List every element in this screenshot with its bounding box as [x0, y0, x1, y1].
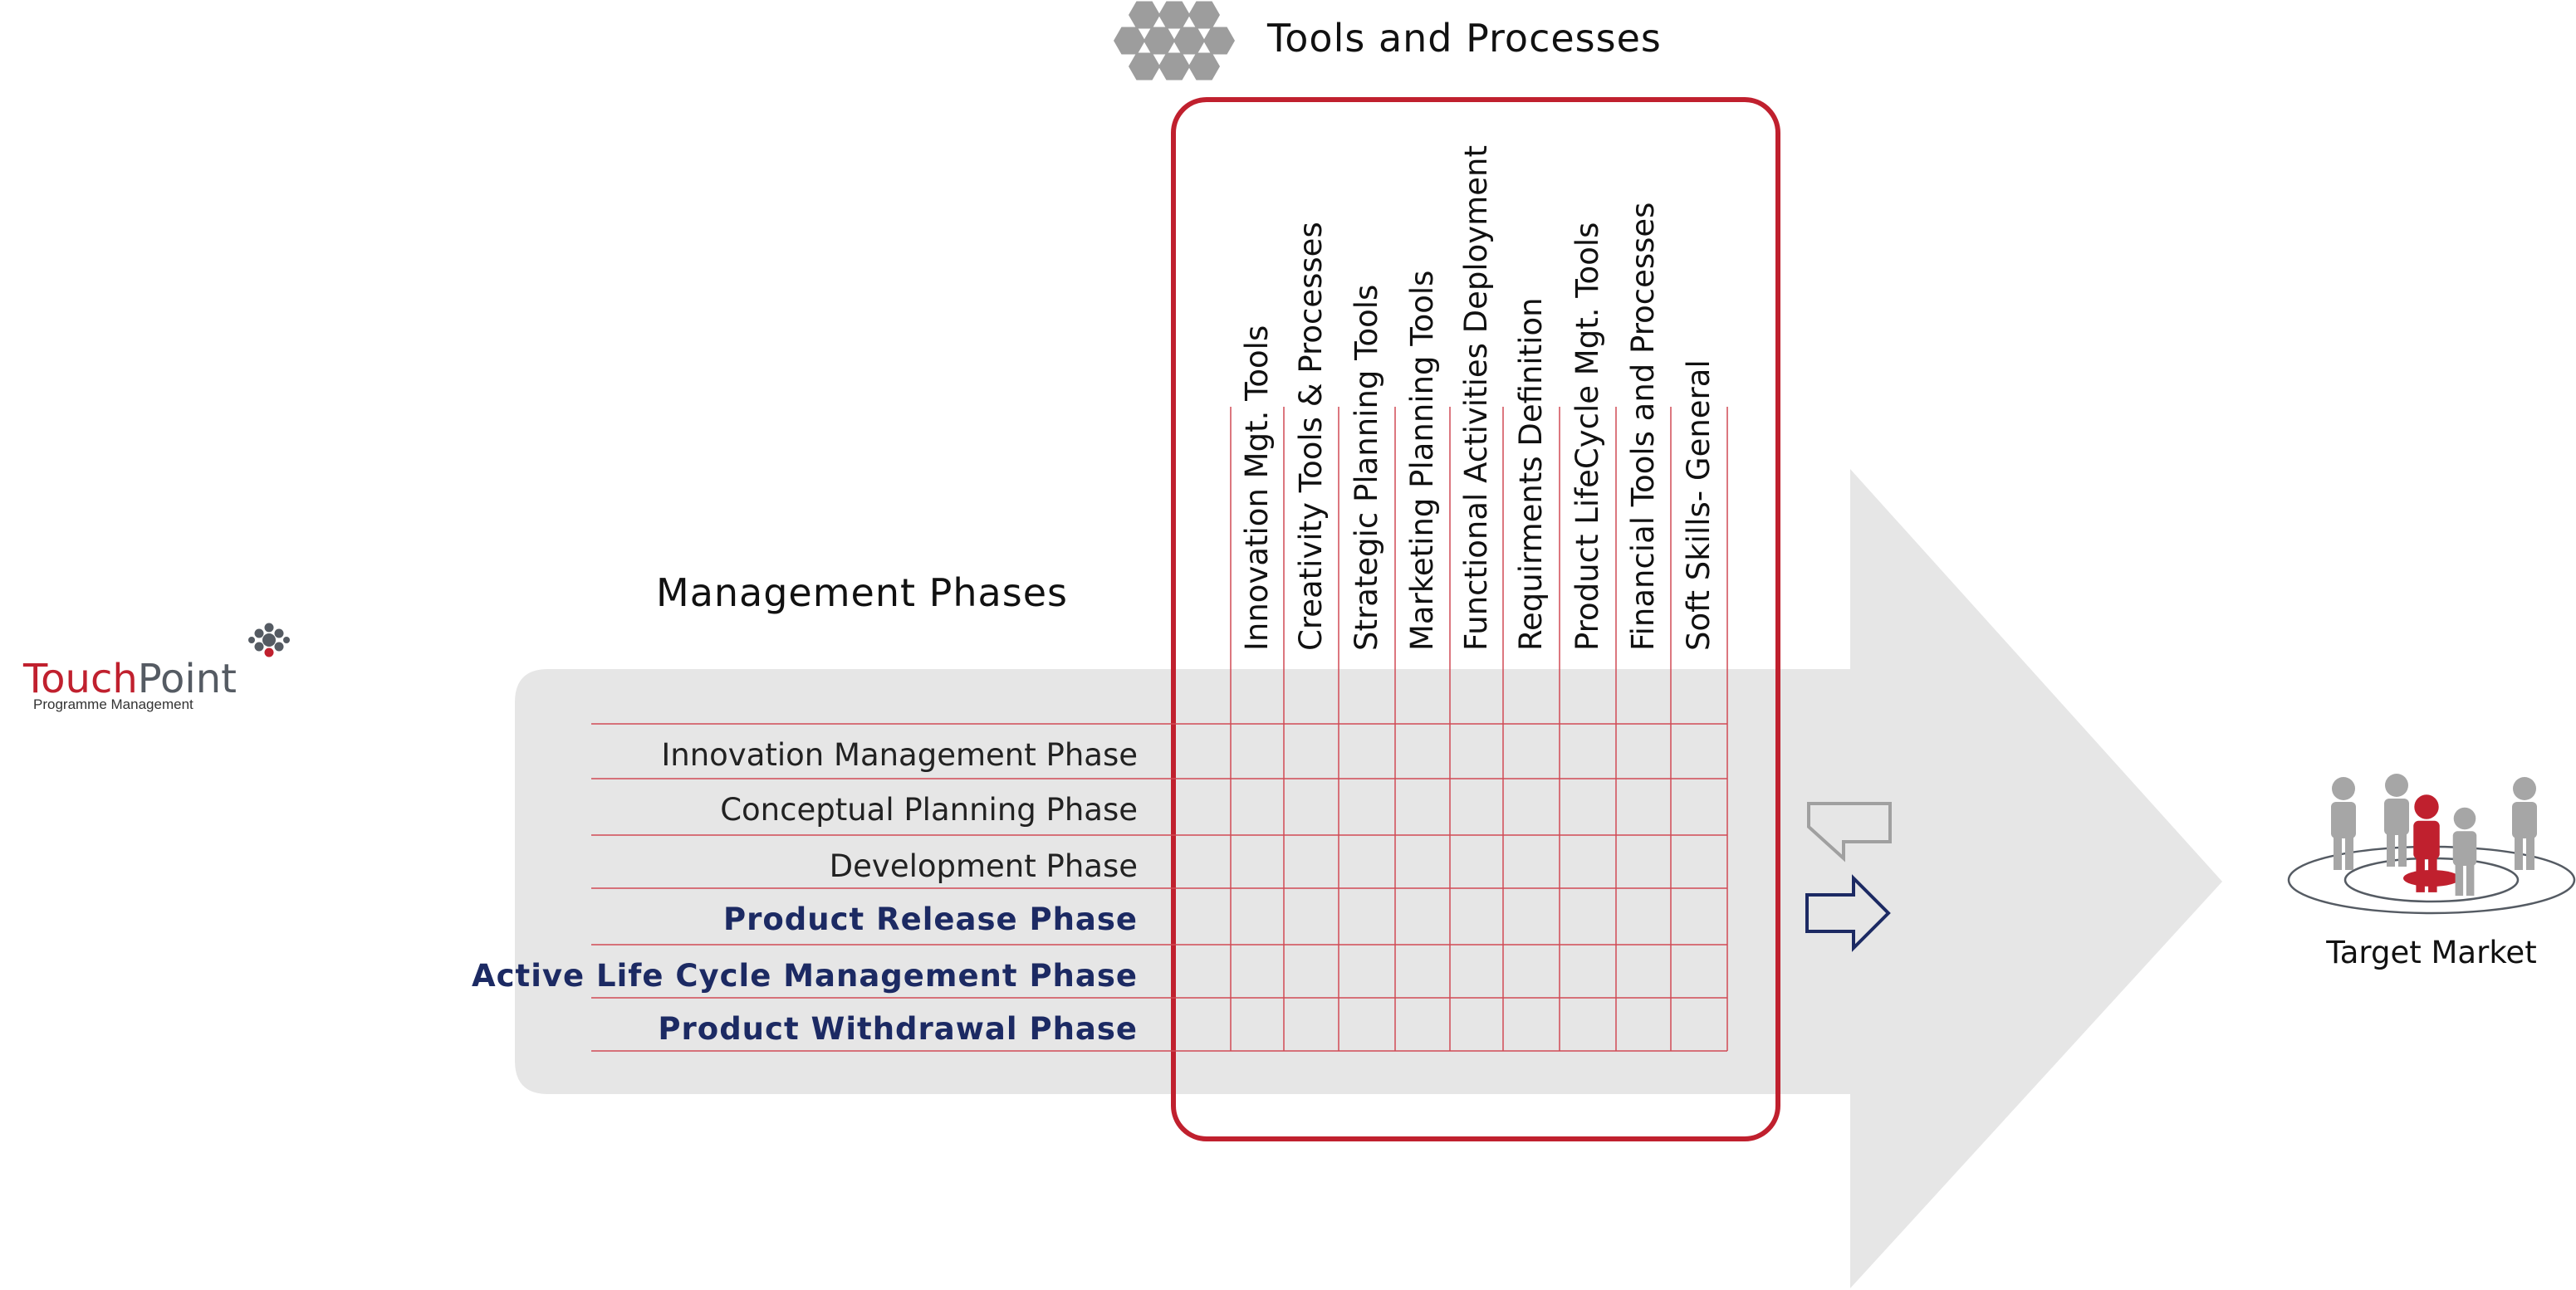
tool-label: Soft Skills- General	[1681, 359, 1717, 651]
phase-label: Conceptual Planning Phase	[720, 792, 1138, 828]
phase-label: Innovation Management Phase	[661, 737, 1138, 773]
tool-label: Innovation Mgt. Tools	[1239, 325, 1275, 651]
dots-cluster-icon	[248, 623, 290, 657]
tools-heading: Tools and Processes	[1114, 1, 1662, 81]
logo-name-part2: Point	[138, 656, 237, 702]
phase-label: Product Release Phase	[723, 902, 1138, 937]
tool-label: Creativity Tools & Processes	[1293, 222, 1329, 651]
tools-frame	[1171, 97, 1780, 1141]
touchpoint-logo: TouchPoint Programme Management	[22, 623, 290, 712]
phase-label: Development Phase	[830, 848, 1138, 884]
outline-arrow-right-icon	[1805, 874, 1891, 952]
target-audience-icon	[2287, 774, 2576, 915]
logo-subtitle: Programme Management	[33, 696, 193, 712]
outline-arrow-left-icon	[1807, 802, 1892, 862]
tool-label: Marketing Planning Tools	[1404, 271, 1440, 651]
tool-label: Product LifeCycle Mgt. Tools	[1570, 222, 1605, 651]
matrix-grid	[591, 407, 1728, 1052]
tool-label: Functional Activities Deployment	[1458, 145, 1494, 651]
phase-label: Active Life Cycle Management Phase	[472, 958, 1138, 994]
target-market-label: Target Market	[2325, 935, 2536, 970]
tool-label: Financial Tools and Processes	[1625, 203, 1661, 651]
phases-heading: Management Phases	[656, 570, 1068, 615]
tool-column-labels: Innovation Mgt. Tools Creativity Tools & …	[1239, 145, 1717, 651]
logo-name-part1: Touch	[22, 656, 138, 702]
phase-label: Product Withdrawal Phase	[658, 1011, 1138, 1047]
tool-label: Requirments Definition	[1513, 297, 1549, 651]
tools-heading-title: Tools and Processes	[1266, 16, 1662, 61]
feedback-arrows	[1805, 802, 1892, 952]
main-flow-arrow	[515, 469, 2222, 1288]
svg-text:TouchPoint: TouchPoint	[22, 656, 237, 702]
tool-label: Strategic Planning Tools	[1349, 285, 1384, 651]
hexagon-cluster-icon	[1114, 1, 1235, 81]
